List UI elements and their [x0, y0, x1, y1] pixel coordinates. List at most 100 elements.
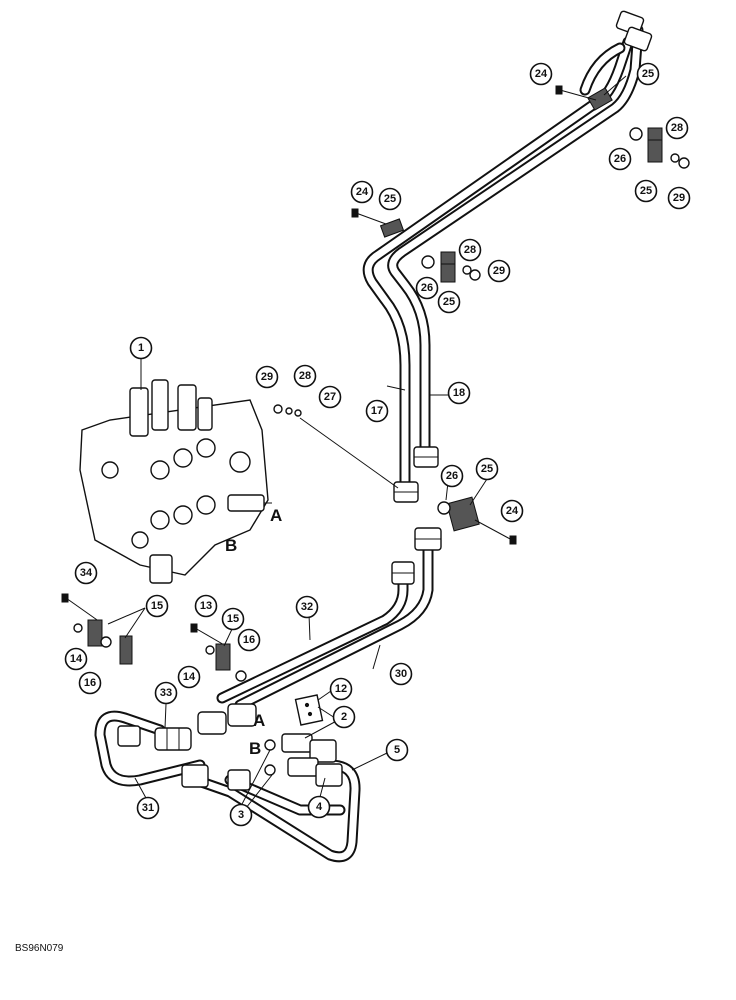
nut-29-mid [469, 269, 481, 281]
nut-14-left [73, 623, 83, 633]
callout-label: 30 [395, 668, 407, 680]
bolt-24-mid [351, 208, 387, 225]
port-label-a-fitting: A [253, 711, 265, 730]
callout-31: 31 [136, 796, 160, 820]
callout-label: 31 [142, 802, 154, 814]
callout-label: 15 [227, 613, 239, 625]
callout-label: 15 [151, 600, 163, 612]
callout-29-mid: 29 [487, 259, 511, 283]
callout-label: 33 [160, 687, 172, 699]
spacer-26-mid [421, 255, 435, 269]
callout-label: 25 [443, 296, 455, 308]
nut-29-left [273, 404, 283, 414]
callout-15-mid: 15 [221, 607, 245, 631]
callout-label: 32 [301, 601, 313, 613]
o-ring-3-b [264, 764, 276, 776]
top-fittings [615, 10, 653, 52]
tube-32 [216, 569, 409, 704]
callout-32: 32 [295, 595, 319, 619]
callout-25-right: 25 [634, 179, 658, 203]
callout-25-top: 25 [636, 62, 660, 86]
tube-17 [362, 36, 634, 494]
union-33 [154, 727, 192, 751]
callout-14-mid: 14 [177, 665, 201, 689]
washer-28-left [285, 407, 293, 415]
o-ring-3-a [264, 739, 276, 751]
bolt-34 [61, 593, 101, 623]
adapter-4 [287, 757, 343, 787]
callout-label: 14 [183, 671, 196, 683]
callout-label: 24 [506, 505, 519, 517]
callout-label: 26 [614, 153, 626, 165]
callout-29-right: 29 [667, 186, 691, 210]
clamp-25-lower [446, 496, 480, 532]
callout-13: 13 [194, 594, 218, 618]
callout-25-upper-mid: 25 [378, 187, 402, 211]
callout-label: 12 [335, 683, 347, 695]
callout-label: 34 [80, 567, 93, 579]
callout-label: 29 [673, 192, 685, 204]
callout-label: 1 [138, 342, 144, 354]
callout-26-right: 26 [608, 147, 632, 171]
callout-label: 25 [384, 193, 396, 205]
tube-18-bend [579, 42, 626, 96]
tube-30-fitting [414, 527, 442, 551]
tube-18 [387, 24, 644, 461]
callout-3: 3 [229, 803, 253, 827]
callout-15-left: 15 [145, 594, 169, 618]
callout-27: 27 [318, 385, 342, 409]
port-label-a-valve: A [270, 506, 282, 525]
callout-label: 24 [535, 68, 548, 80]
callout-label: 3 [238, 809, 244, 821]
assembly-line-27 [299, 417, 399, 489]
tube-17-end-nut [393, 481, 419, 503]
callout-28-left: 28 [293, 364, 317, 388]
callout-label: 25 [481, 463, 493, 475]
spacer-16-mid [235, 670, 247, 682]
callout-24-lower: 24 [500, 499, 524, 523]
plate-12 [294, 694, 324, 726]
tube-31 [94, 710, 206, 787]
callout-28-right: 28 [665, 116, 689, 140]
callout-label: 17 [371, 405, 383, 417]
callout-17: 17 [365, 399, 389, 423]
callout-label: 16 [84, 677, 96, 689]
callout-12: 12 [329, 677, 353, 701]
tube-18-end-nut [413, 446, 439, 468]
callout-30: 30 [389, 662, 413, 686]
washer-28-mid [462, 265, 472, 275]
clamp-15-left-b [119, 635, 133, 665]
callout-label: 26 [446, 470, 458, 482]
callout-29-left: 29 [255, 365, 279, 389]
callout-label: 27 [324, 391, 336, 403]
spacer-26-lower [437, 501, 451, 515]
figure-code: BS96N079 [15, 943, 64, 954]
callout-24-mid: 24 [350, 180, 374, 204]
callout-4: 4 [307, 795, 331, 819]
leader-lines [107, 75, 627, 809]
callout-label: 24 [356, 186, 369, 198]
bolt-13 [190, 623, 227, 647]
callout-label: 5 [394, 744, 400, 756]
callout-25-lower: 25 [475, 457, 499, 481]
callout-26-lower: 26 [440, 464, 464, 488]
clamp-25-upper-mid [379, 218, 405, 238]
callout-2: 2 [332, 705, 356, 729]
nut-14-mid [205, 645, 215, 655]
callout-28-mid: 28 [458, 238, 482, 262]
callout-label: 29 [261, 371, 273, 383]
callout-24-top: 24 [529, 62, 553, 86]
spacer-27-left [294, 409, 302, 417]
port-label-b-fitting: B [249, 739, 261, 758]
callout-label: 25 [640, 185, 652, 197]
callout-label: 16 [243, 634, 255, 646]
callout-5: 5 [385, 738, 409, 762]
callout-label: 18 [453, 387, 465, 399]
callout-14-left: 14 [64, 647, 88, 671]
callout-label: 29 [493, 265, 505, 277]
tube-5-nut-left [181, 764, 209, 788]
port-label-b-valve: B [225, 536, 237, 555]
clamp-25-right [647, 127, 663, 163]
bolt-24-top [555, 85, 597, 101]
